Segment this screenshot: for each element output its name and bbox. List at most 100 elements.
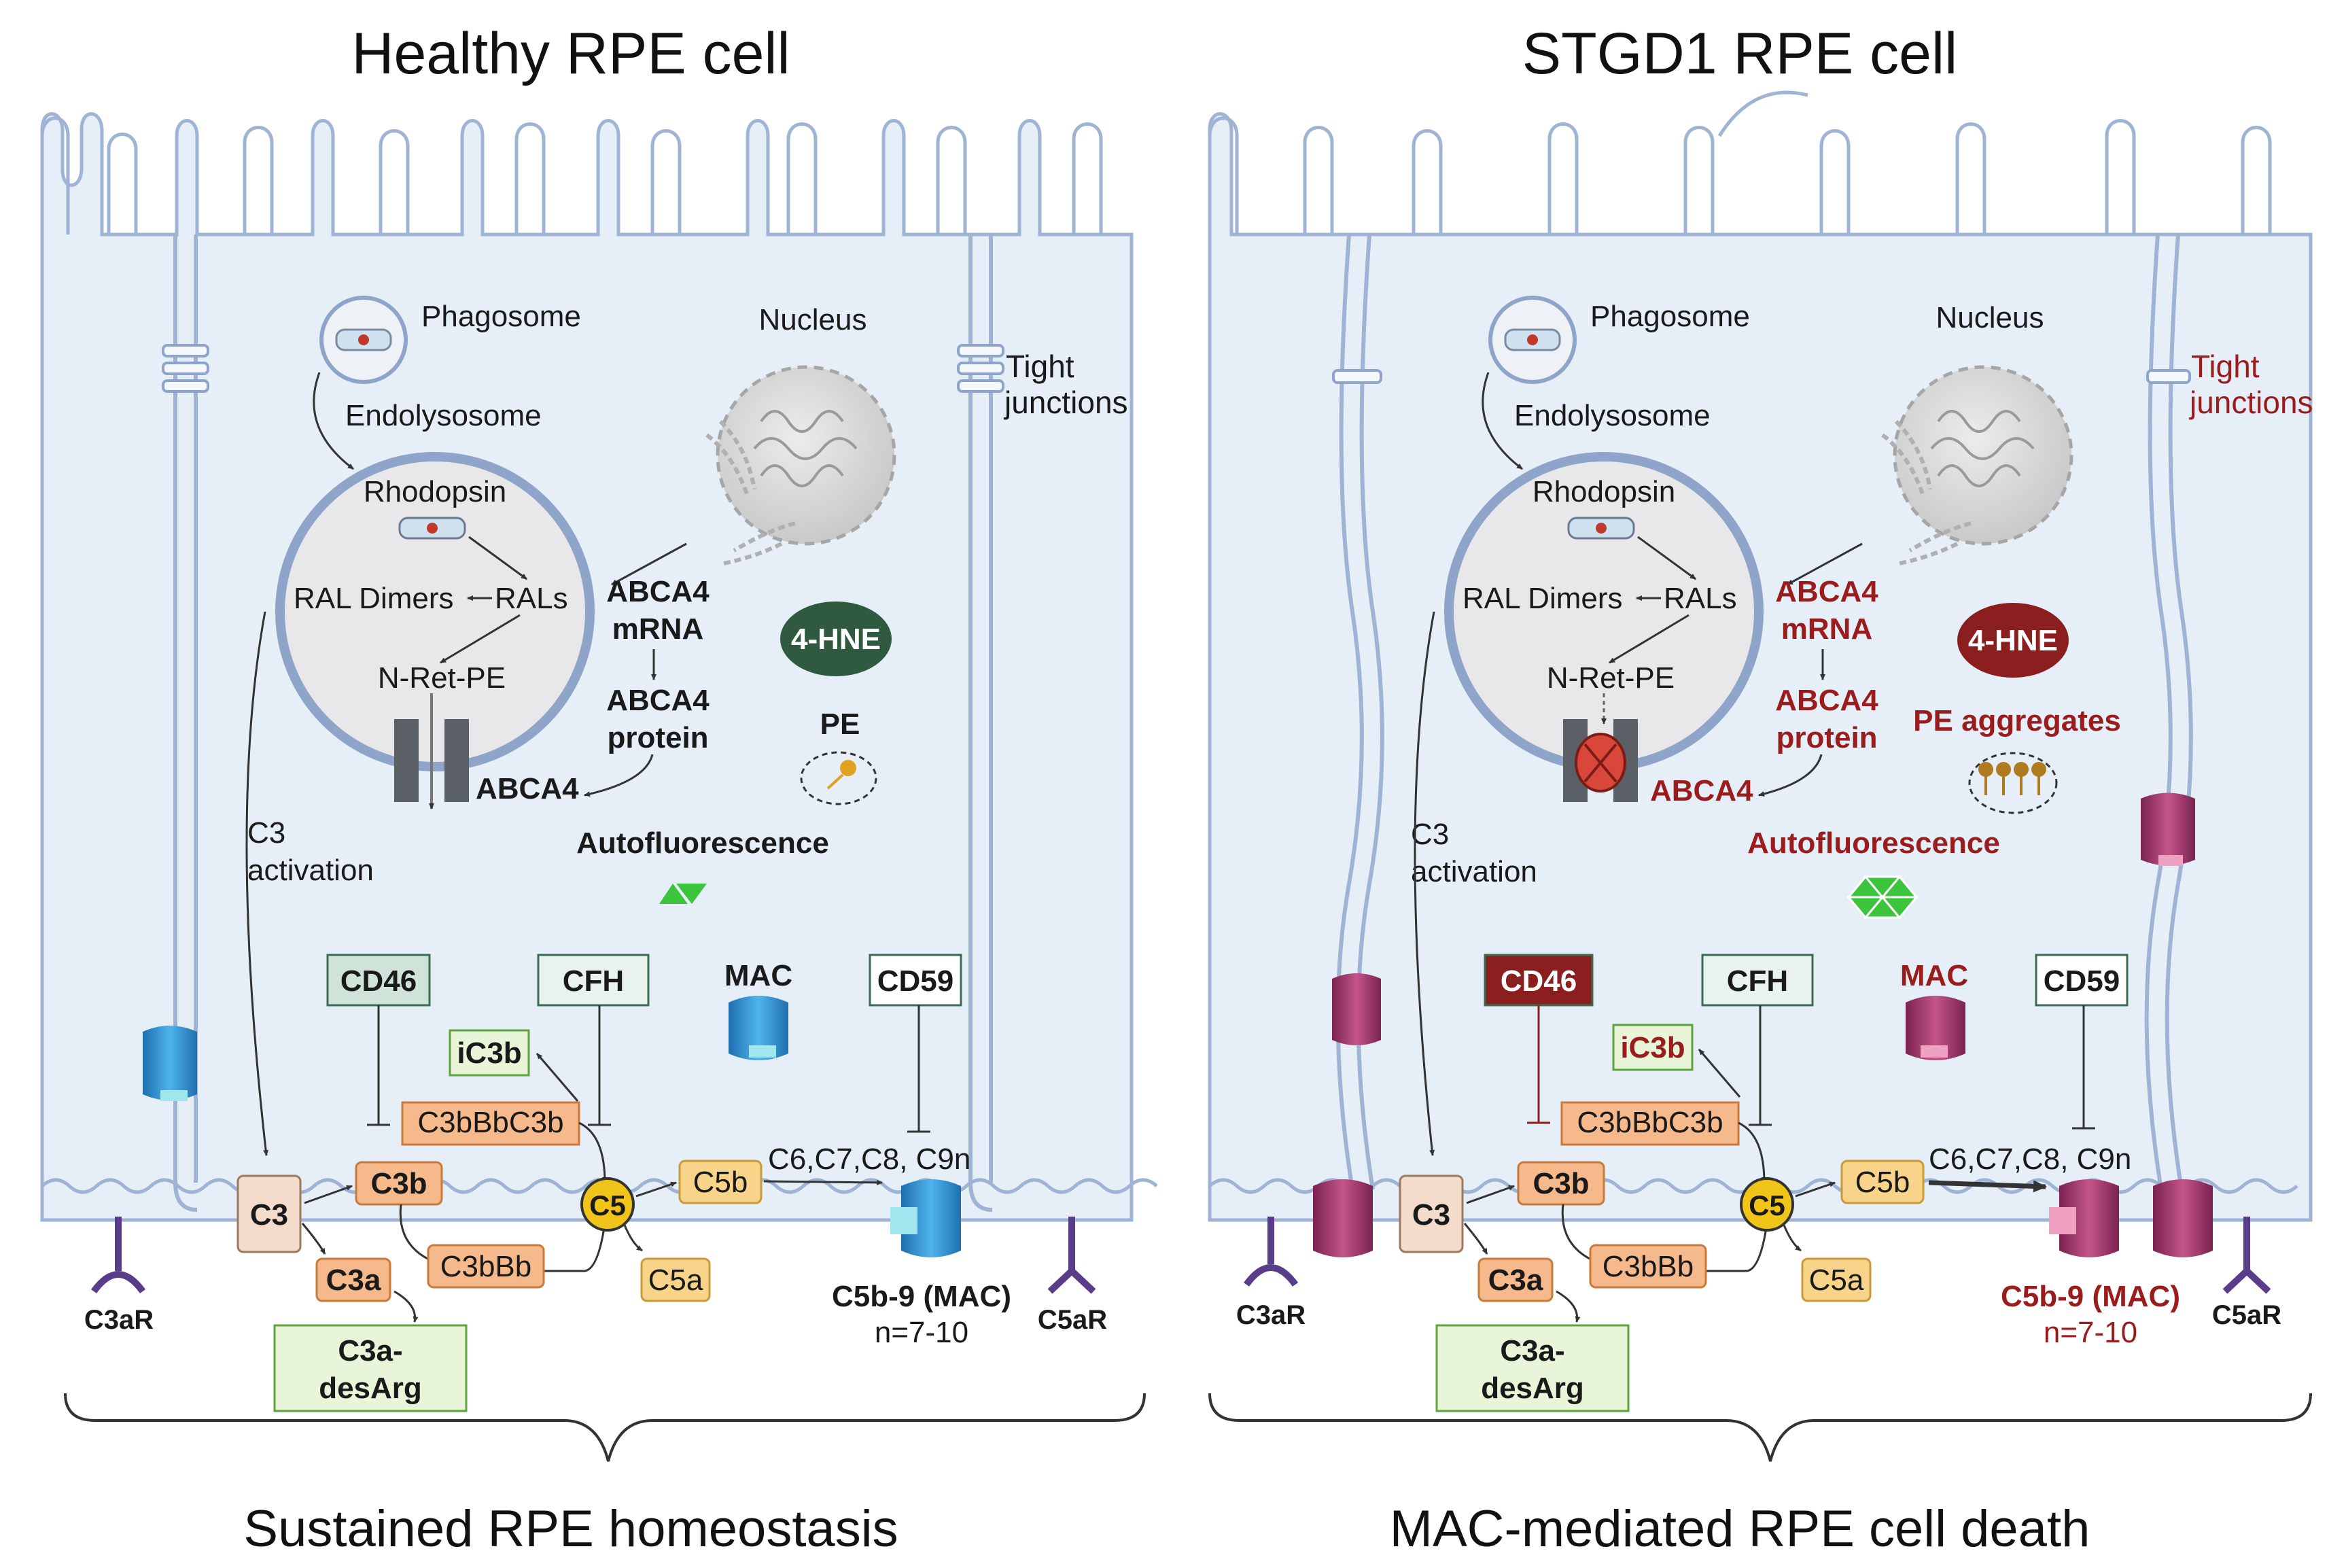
left-c3b-box bbox=[355, 1161, 443, 1206]
left-mac-membrane-icon bbox=[890, 1179, 961, 1257]
right-ic3b-box bbox=[1612, 1024, 1694, 1071]
left-c3b-label: C3b bbox=[370, 1167, 427, 1200]
left-nretpe-label: N-Ret-PE bbox=[378, 661, 506, 695]
left-abca4-protein-1: ABCA4 bbox=[606, 684, 710, 717]
right-c3b-label: C3b bbox=[1533, 1167, 1589, 1200]
left-c5b9-label: C5b-9 (MAC) bbox=[832, 1280, 1011, 1313]
left-tight-junction-a bbox=[162, 344, 209, 393]
left-c3act-2: activation bbox=[247, 854, 374, 887]
right-c3b-box bbox=[1517, 1161, 1605, 1206]
autofluorescence-icon bbox=[659, 884, 707, 904]
nucleus-icon bbox=[716, 365, 896, 546]
right-c3a-box bbox=[1477, 1257, 1554, 1302]
right-c5b-box bbox=[1840, 1160, 1925, 1204]
right-nucleus-label: Nucleus bbox=[1936, 301, 2044, 334]
left-c5-circle bbox=[580, 1177, 635, 1232]
left-rhodopsin-label: Rhodopsin bbox=[364, 475, 506, 508]
right-abca4-protein-1: ABCA4 bbox=[1775, 684, 1878, 717]
left-c5b-box bbox=[678, 1160, 763, 1204]
right-tight-junction-a bbox=[1332, 369, 1382, 384]
right-mac-pore-icon bbox=[1906, 996, 1965, 1060]
right-c5ar-label: C5aR bbox=[2212, 1300, 2281, 1330]
rhodopsin-icon bbox=[398, 517, 466, 540]
right-n-label: n=7-10 bbox=[2044, 1316, 2137, 1349]
left-c3a-desarg-box bbox=[273, 1324, 468, 1412]
right-c3bbbc3b-label: C3bBbC3b bbox=[1577, 1106, 1723, 1139]
right-c3a-desarg-2: desArg bbox=[1481, 1372, 1584, 1405]
left-cd46-label: CD46 bbox=[340, 964, 417, 998]
left-c5a-box bbox=[640, 1257, 711, 1302]
right-endolysosome-label: Endolysosome bbox=[1514, 399, 1711, 432]
right-c3bbb-label: C3bBb bbox=[1603, 1250, 1694, 1283]
right-title: STGD1 RPE cell bbox=[1522, 21, 1957, 86]
left-c3ar-label: C3aR bbox=[84, 1305, 154, 1335]
right-c3a-label: C3a bbox=[1488, 1264, 1543, 1297]
left-c3act-1: C3 bbox=[247, 816, 285, 850]
left-cfh-label: CFH bbox=[563, 964, 624, 998]
left-cd59-box bbox=[869, 954, 962, 1007]
left-footer: Sustained RPE homeostasis bbox=[243, 1500, 898, 1558]
left-rals-label: RALs bbox=[495, 582, 568, 615]
left-cfh-box bbox=[537, 954, 650, 1007]
left-c3-label: C3 bbox=[250, 1198, 288, 1232]
left-endolysosome-label: Endolysosome bbox=[345, 399, 542, 432]
left-mac-side-icon bbox=[143, 1026, 197, 1101]
left-cd59-label: CD59 bbox=[877, 964, 954, 998]
phagosome-icon bbox=[319, 296, 408, 384]
left-cell-boundary-right bbox=[968, 234, 993, 1212]
right-c5b-label: C5b bbox=[1855, 1166, 1910, 1199]
right-c5-circle bbox=[1740, 1177, 1794, 1232]
left-c3-box bbox=[237, 1174, 302, 1253]
left-autofluorescence-label: Autofluorescence bbox=[576, 826, 829, 860]
right-panel: Tight junctions Phagosome Endolysosome R… bbox=[1208, 90, 2313, 1558]
right-rals-label: RALs bbox=[1664, 582, 1737, 615]
right-abca4-protein-2: protein bbox=[1776, 721, 1877, 754]
right-tight-junction-b bbox=[2146, 369, 2191, 384]
left-c5a-label: C5a bbox=[648, 1264, 703, 1297]
left-c3a-desarg-2: desArg bbox=[319, 1372, 422, 1405]
pe-lipid-icon bbox=[800, 751, 877, 805]
right-c5-label: C5 bbox=[1749, 1189, 1785, 1221]
left-4hne-label: 4-HNE bbox=[791, 623, 881, 656]
right-pe-aggregates-icon bbox=[1968, 752, 2058, 814]
right-autofluorescence-icon bbox=[1846, 875, 1919, 920]
right-tight-label-1: Tight bbox=[2191, 349, 2260, 384]
right-abca4-label: ABCA4 bbox=[1650, 774, 1753, 807]
left-n-label: n=7-10 bbox=[875, 1316, 968, 1349]
left-microvilli bbox=[40, 116, 1103, 234]
right-rhodopsin-icon bbox=[1567, 517, 1635, 540]
left-c3bbbc3b-label: C3bBbC3b bbox=[417, 1106, 563, 1139]
right-autofluorescence-label: Autofluorescence bbox=[1747, 826, 2000, 860]
abca4-channel-icon bbox=[394, 693, 469, 809]
right-mac-label: MAC bbox=[1900, 959, 1968, 992]
right-cd59-box bbox=[2035, 954, 2129, 1007]
golgi-icon bbox=[705, 419, 796, 566]
right-cell-boundary-right2 bbox=[2165, 234, 2193, 1190]
left-4hne-badge bbox=[780, 602, 892, 676]
left-pe-label: PE bbox=[820, 708, 860, 741]
right-c5a-label: C5a bbox=[1809, 1264, 1864, 1297]
left-mac-label: MAC bbox=[724, 959, 792, 992]
left-c3a-label: C3a bbox=[326, 1264, 381, 1297]
left-c3ar-receptor-icon bbox=[90, 1217, 146, 1294]
right-c5a-box bbox=[1801, 1257, 1872, 1302]
left-c3bbb-label: C3bBb bbox=[440, 1250, 532, 1283]
right-c5ar-receptor-icon bbox=[2222, 1217, 2271, 1294]
left-brace bbox=[64, 1393, 1146, 1462]
right-c3act-2: activation bbox=[1411, 855, 1537, 888]
left-cell-body bbox=[40, 112, 1134, 1222]
left-c5b-label: C5b bbox=[693, 1166, 748, 1199]
right-c3ar-label: C3aR bbox=[1236, 1300, 1306, 1330]
left-tight-label-1: Tight bbox=[1006, 349, 1074, 384]
left-phagosome-label: Phagosome bbox=[421, 300, 581, 333]
left-c3bbb-box bbox=[427, 1244, 545, 1289]
right-c3bbb-box bbox=[1589, 1244, 1707, 1289]
right-abca4-blocked-icon bbox=[1563, 719, 1638, 802]
right-cfh-label: CFH bbox=[1727, 964, 1788, 998]
left-abca4-label: ABCA4 bbox=[476, 772, 579, 805]
left-abca4-mrna-1: ABCA4 bbox=[606, 575, 710, 608]
left-tight-label-2: junctions bbox=[1003, 385, 1128, 420]
right-c3a-desarg-1: C3a- bbox=[1500, 1334, 1564, 1367]
right-c3a-desarg-box bbox=[1435, 1324, 1630, 1412]
left-c6c9-label: C6,C7,C8, C9n bbox=[768, 1143, 970, 1176]
